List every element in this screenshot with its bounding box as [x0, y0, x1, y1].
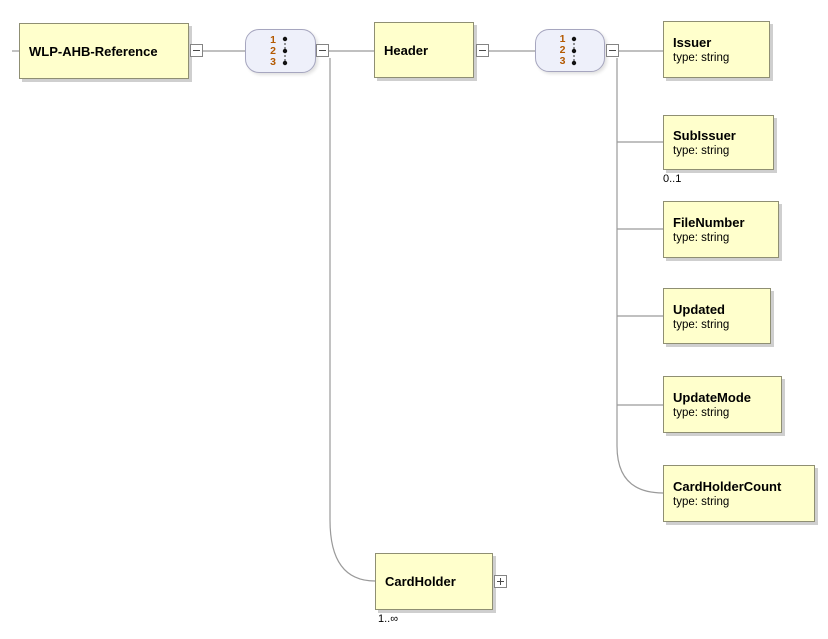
element-type: type: string [673, 496, 730, 508]
collapse-toggle-icon[interactable] [190, 44, 203, 57]
collapse-toggle-icon[interactable] [316, 44, 329, 57]
element-name: FileNumber [673, 215, 745, 230]
element-updated[interactable]: Updated type: string [663, 288, 771, 344]
element-name: WLP-AHB-Reference [29, 43, 158, 59]
element-type: type: string [673, 52, 730, 64]
sequence-order-numbers: 1 2 3 [270, 33, 276, 68]
collapse-toggle-icon[interactable] [606, 44, 619, 57]
element-header[interactable]: Header [374, 22, 474, 78]
element-name: Updated [673, 301, 725, 317]
element-name: CardHolder [385, 574, 456, 589]
sequence-compositor[interactable]: 1 2 3 [535, 29, 605, 72]
element-cardholder[interactable]: CardHolder [375, 553, 493, 610]
element-name: Issuer [673, 35, 712, 50]
element-wlp-ahb-reference[interactable]: WLP-AHB-Reference [19, 23, 189, 79]
element-name: CardHolderCount [673, 479, 782, 494]
element-type: type: string [673, 232, 730, 244]
element-filenumber[interactable]: FileNumber type: string [663, 201, 779, 258]
element-updatemode[interactable]: UpdateMode type: string [663, 376, 782, 433]
element-name: SubIssuer [673, 128, 736, 143]
sequence-dots-icon [572, 36, 577, 65]
sequence-order-numbers: 1 2 3 [559, 33, 566, 67]
element-type: type: string [673, 318, 730, 331]
sequence-dots-icon [282, 36, 288, 66]
occurrence-label: 0..1 [663, 173, 682, 185]
element-type: type: string [673, 407, 730, 419]
element-name: UpdateMode [673, 390, 751, 405]
occurrence-label: 1..∞ [378, 613, 399, 625]
element-name: Header [384, 42, 429, 58]
element-cardholdercount[interactable]: CardHolderCount type: string [663, 465, 815, 522]
element-subissuer[interactable]: SubIssuer type: string [663, 115, 774, 170]
element-type: type: string [673, 145, 730, 157]
sequence-compositor[interactable]: 1 2 3 [245, 29, 316, 73]
element-issuer[interactable]: Issuer type: string [663, 21, 770, 78]
expand-toggle-icon[interactable] [494, 575, 507, 588]
collapse-toggle-icon[interactable] [476, 44, 489, 57]
